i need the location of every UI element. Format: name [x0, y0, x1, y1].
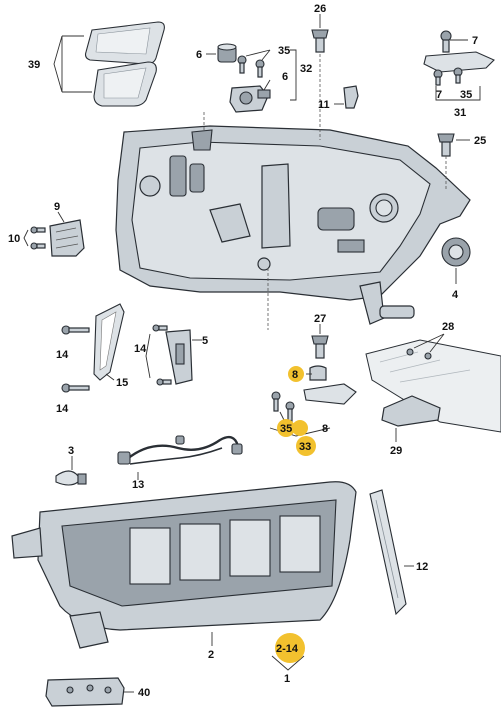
label-2: 2	[208, 649, 214, 661]
lens-cover-top	[84, 21, 165, 65]
leader-6b	[263, 79, 271, 91]
label-10: 10	[8, 233, 20, 245]
gasket-15	[93, 303, 125, 381]
mounting-plate-5	[165, 329, 193, 385]
label-14a: 14	[56, 349, 69, 361]
screw-27	[311, 335, 329, 359]
bulb-3	[55, 470, 87, 486]
label-15: 15	[116, 377, 128, 389]
label-27: 27	[314, 313, 326, 325]
label-2-14: 2-14	[276, 643, 299, 655]
highlight-8b	[292, 420, 308, 436]
label-25: 25	[474, 135, 486, 147]
label-35c: 35	[280, 423, 292, 435]
leader-39	[61, 35, 92, 93]
bracket-31-assembly	[423, 30, 495, 86]
pad-40	[45, 677, 125, 707]
label-6a: 6	[196, 49, 202, 61]
leader-35a	[245, 49, 271, 61]
label-33: 33	[299, 441, 311, 453]
label-7b: 7	[436, 89, 442, 101]
bracket-14	[145, 333, 151, 379]
leader-9	[57, 211, 65, 223]
side-trim-12	[369, 489, 407, 616]
label-8a: 8	[292, 369, 298, 381]
leader-28	[413, 333, 445, 353]
leader-15	[105, 373, 115, 381]
highlight-33	[296, 436, 316, 456]
highlight-35c	[277, 419, 295, 437]
screws-35-top	[237, 55, 265, 78]
headlight-housing-rear	[115, 125, 471, 325]
label-26: 26	[314, 3, 326, 15]
bracket-32	[290, 49, 297, 101]
lens-cover-bottom	[93, 61, 157, 107]
assembly-guides	[203, 54, 447, 330]
label-12: 12	[416, 561, 428, 573]
screws-10	[30, 226, 46, 250]
headlight-assembly-2	[11, 481, 357, 649]
bracket-10	[23, 229, 29, 247]
highlight-8a	[288, 366, 304, 382]
body-panel-29	[365, 339, 501, 433]
bracket-29	[381, 395, 441, 427]
label-14c: 14	[56, 403, 69, 415]
label-32: 32	[300, 63, 312, 75]
label-9: 9	[54, 201, 60, 213]
clips-28	[406, 348, 432, 360]
bracket-39	[53, 35, 63, 93]
label-35a: 35	[278, 45, 290, 57]
label-39: 39	[28, 59, 40, 71]
screw-26	[311, 29, 329, 53]
label-31: 31	[454, 107, 466, 119]
label-13: 13	[132, 479, 144, 491]
screws-14-right	[152, 324, 172, 386]
label-14b: 14	[134, 343, 147, 355]
screws-14-left	[61, 325, 90, 393]
label-7a: 7	[472, 35, 478, 47]
label-5: 5	[202, 335, 208, 347]
screw-25	[437, 133, 455, 157]
grommet-6	[217, 43, 237, 63]
highlight-2-14	[275, 633, 305, 663]
grommet-4	[441, 237, 471, 267]
adjuster-group-33	[271, 365, 357, 422]
vent-cover-9	[49, 219, 85, 257]
actuator-bracket-6	[229, 85, 271, 113]
label-4: 4	[452, 289, 459, 301]
cap-11	[343, 85, 359, 109]
label-3: 3	[68, 445, 74, 457]
label-28: 28	[442, 321, 454, 333]
label-40: 40	[138, 687, 150, 699]
bracket-31	[435, 86, 481, 101]
label-8b: 8	[322, 423, 328, 435]
label-35b: 35	[460, 89, 472, 101]
label-1: 1	[284, 673, 290, 685]
wiring-harness-13	[117, 435, 243, 465]
label-11: 11	[318, 99, 330, 111]
highlight-markers	[275, 366, 316, 663]
label-6b: 6	[282, 71, 288, 83]
bracket-1	[271, 655, 305, 671]
label-29: 29	[390, 445, 402, 457]
